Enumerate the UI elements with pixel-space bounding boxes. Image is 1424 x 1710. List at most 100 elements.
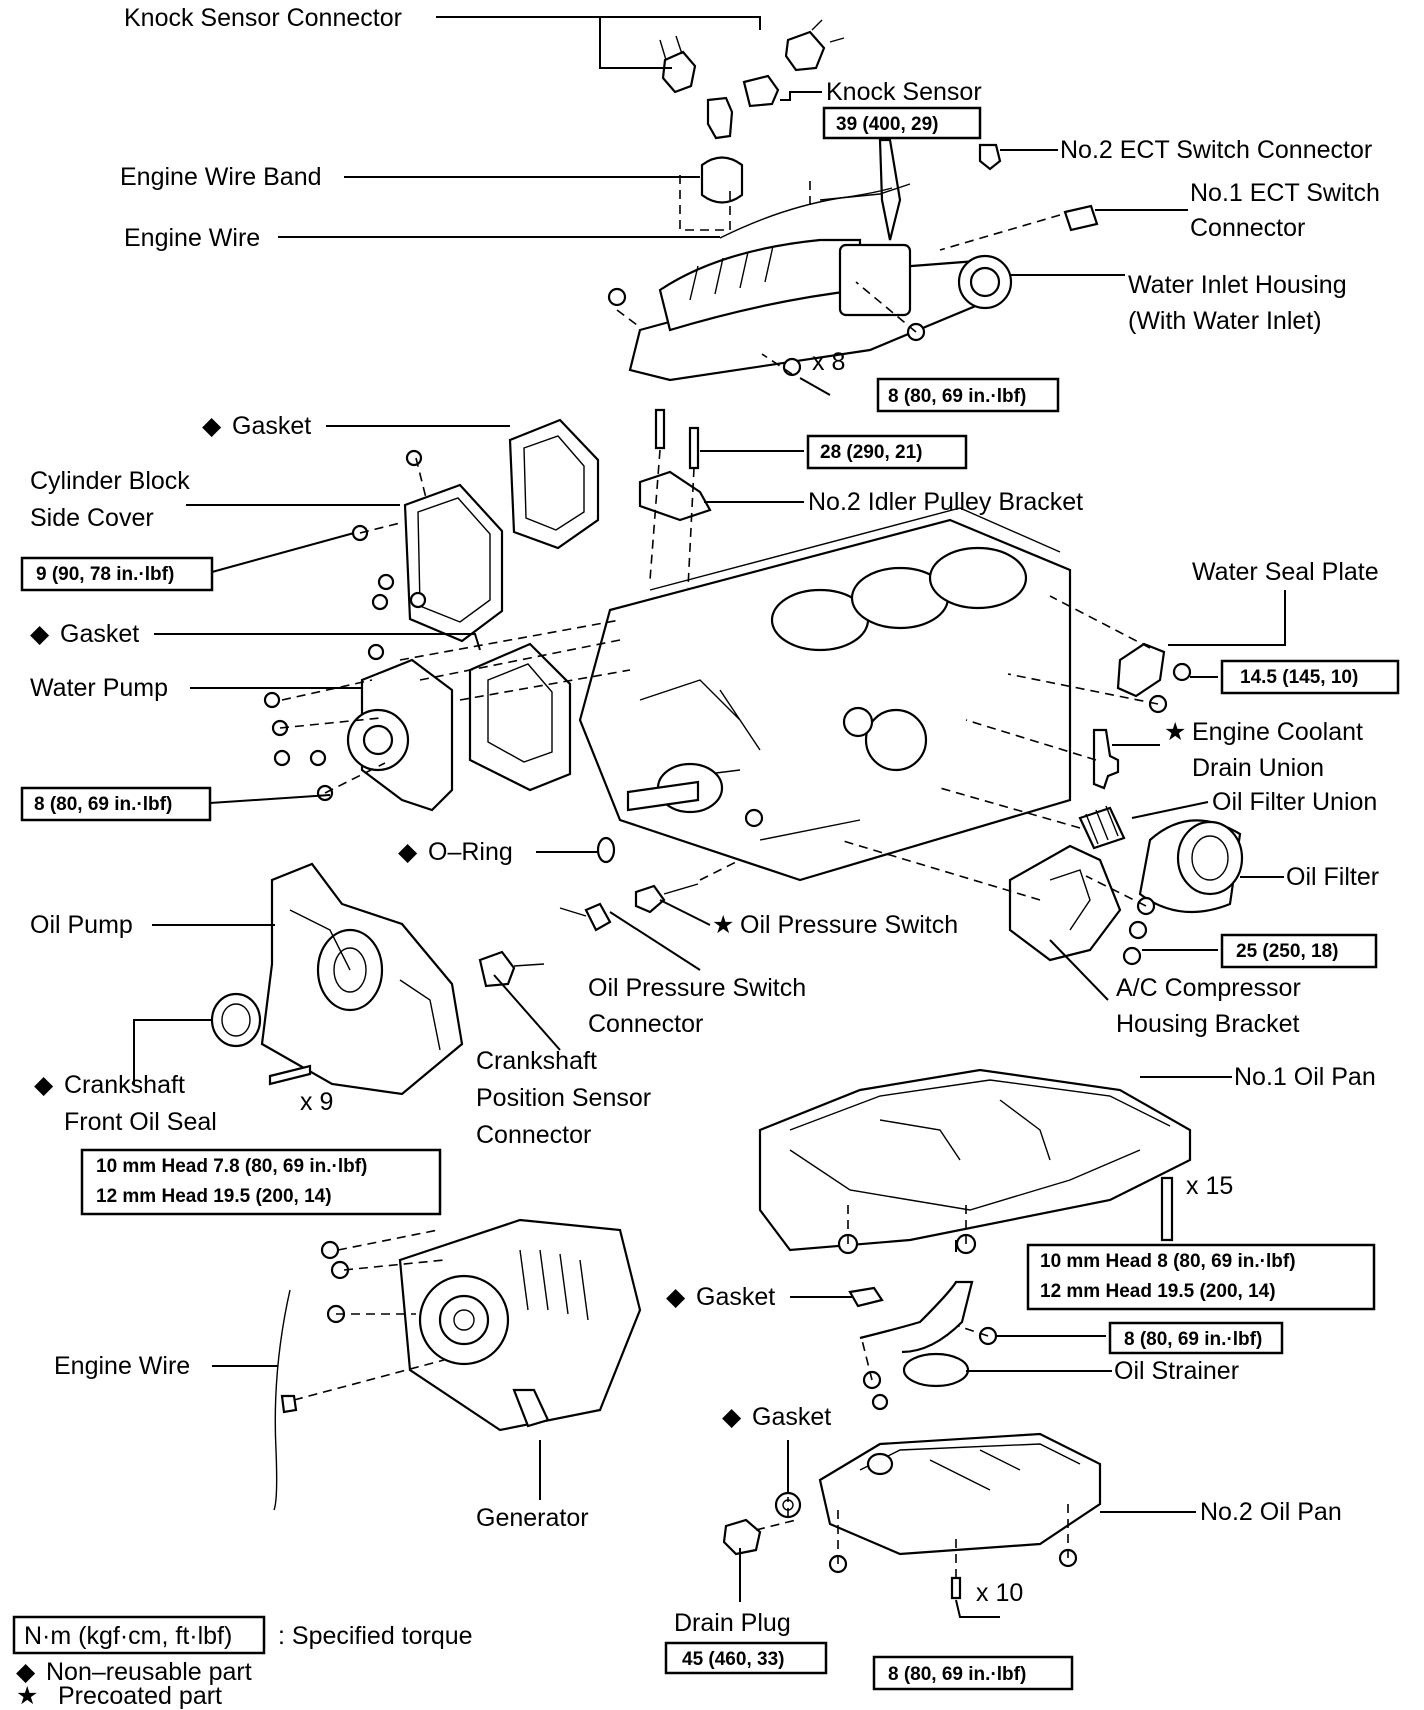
legend: N·m (kgf·cm, ft·lbf) : Specified torque … — [16, 1622, 473, 1710]
leader-lines — [133, 16, 1286, 1618]
symbol-engine-coolant-drain-union: ★ — [1164, 718, 1186, 746]
water-pump-part — [263, 643, 454, 812]
label-cylinder-block-side-cover-line2: Side Cover — [30, 504, 154, 532]
label-crankshaft-front-oil-seal-line1: Crankshaft — [64, 1071, 185, 1099]
torque-boxes — [12, 106, 1400, 1691]
label-crank-pos-sensor-connector-line3: Connector — [476, 1121, 591, 1149]
assembly-dashed-lines — [279, 175, 1159, 1578]
torque-oil-pan-10mm: 10 mm Head 8 (80, 69 in.·lbf) — [1040, 1251, 1296, 1272]
label-crank-pos-sensor-connector-line2: Position Sensor — [476, 1084, 651, 1112]
label-oil-pressure-switch: Oil Pressure Switch — [740, 911, 958, 939]
legend-non-reusable-symbol: ◆ — [16, 1658, 36, 1686]
cylinder-block-part — [578, 507, 1072, 882]
label-oil-pump: Oil Pump — [30, 911, 133, 939]
oil-filter-parts — [1078, 805, 1244, 914]
label-oil-filter-union: Oil Filter Union — [1212, 788, 1377, 816]
symbol-o-ring: ◆ — [398, 838, 418, 866]
label-engine-wire-bottom: Engine Wire — [54, 1352, 190, 1380]
label-no2-oil-pan: No.2 Oil Pan — [1200, 1498, 1342, 1526]
cylinder-block-side-cover-part — [403, 483, 504, 643]
torque-oil-pump-12mm: 12 mm Head 19.5 (200, 14) — [96, 1186, 332, 1207]
torque-water-pump: 8 (80, 69 in.·lbf) — [34, 794, 172, 815]
part-labels: Knock Sensor Connector Knock Sensor No.2… — [30, 4, 1380, 1637]
label-water-pump: Water Pump — [30, 674, 168, 702]
water-seal-plate-part — [1116, 642, 1166, 698]
label-generator: Generator — [476, 1504, 589, 1532]
label-no1-ect-switch-line2: Connector — [1190, 214, 1305, 242]
torque-oil-strainer: 8 (80, 69 in.·lbf) — [1124, 1329, 1262, 1350]
symbol-gasket-drain: ◆ — [722, 1403, 742, 1431]
label-gasket-side-cover: Gasket — [232, 412, 311, 440]
label-no1-oil-pan: No.1 Oil Pan — [1234, 1063, 1376, 1091]
label-water-inlet-housing-line1: Water Inlet Housing — [1128, 271, 1347, 299]
label-gasket-drain: Gasket — [752, 1403, 831, 1431]
label-engine-coolant-drain-union-line1: Engine Coolant — [1192, 718, 1363, 746]
oil-strainer-part — [848, 1280, 998, 1411]
label-water-inlet-housing-line2: (With Water Inlet) — [1128, 307, 1322, 335]
o-ring-part — [596, 836, 616, 864]
label-x15: x 15 — [1186, 1172, 1233, 1200]
label-o-ring: O–Ring — [428, 838, 513, 866]
engine-coolant-drain-union-part — [1092, 728, 1120, 790]
torque-water-seal-plate: 14.5 (145, 10) — [1240, 667, 1358, 688]
label-water-seal-plate: Water Seal Plate — [1192, 558, 1379, 586]
label-ac-bracket-line2: Housing Bracket — [1116, 1010, 1299, 1038]
label-oil-strainer: Oil Strainer — [1114, 1357, 1239, 1385]
legend-torque-desc: : Specified torque — [278, 1622, 473, 1650]
side-cover-gasket-part — [508, 418, 600, 550]
legend-precoated: Precoated part — [58, 1682, 222, 1710]
label-gasket-water-pump: Gasket — [60, 620, 139, 648]
oil-pump-part — [260, 862, 464, 1096]
symbol-gasket-oil-strainer: ◆ — [666, 1283, 686, 1311]
label-oil-filter: Oil Filter — [1286, 863, 1379, 891]
torque-drain-plug: 45 (460, 33) — [682, 1649, 784, 1670]
label-knock-sensor: Knock Sensor — [826, 78, 982, 106]
water-inlet-housing-part — [607, 138, 1099, 382]
torque-oil-pan-12mm: 12 mm Head 19.5 (200, 14) — [1040, 1281, 1276, 1302]
label-x9: x 9 — [300, 1088, 333, 1116]
idler-pulley-bracket-part — [638, 408, 712, 522]
label-oil-pressure-switch-connector-line1: Oil Pressure Switch — [588, 974, 806, 1002]
knock-sensor-parts — [659, 19, 845, 140]
legend-precoated-symbol: ★ — [16, 1682, 38, 1710]
label-no2-idler-pulley-bracket: No.2 Idler Pulley Bracket — [808, 488, 1083, 516]
label-engine-coolant-drain-union-line2: Drain Union — [1192, 754, 1324, 782]
label-x8: x 8 — [812, 348, 845, 376]
torque-knock-sensor: 39 (400, 29) — [836, 114, 938, 135]
label-cylinder-block-side-cover-line1: Cylinder Block — [30, 467, 190, 495]
generator-part — [273, 1218, 642, 1511]
label-no2-ect-switch-connector: No.2 ECT Switch Connector — [1060, 136, 1372, 164]
label-drain-plug: Drain Plug — [674, 1609, 791, 1637]
torque-water-inlet-housing: 8 (80, 69 in.·lbf) — [888, 386, 1026, 407]
crankshaft-front-oil-seal-part — [210, 992, 262, 1048]
label-engine-wire-band: Engine Wire Band — [120, 163, 322, 191]
torque-no2-oil-pan: 8 (80, 69 in.·lbf) — [888, 1664, 1026, 1685]
symbol-gasket-side-cover: ◆ — [202, 412, 222, 440]
crankshaft-position-sensor-connector-part — [478, 950, 516, 988]
label-ac-bracket-line1: A/C Compressor — [1116, 974, 1301, 1002]
symbol-oil-pressure-switch: ★ — [712, 911, 734, 939]
label-gasket-oil-strainer: Gasket — [696, 1283, 775, 1311]
label-crank-pos-sensor-connector-line1: Crankshaft — [476, 1047, 597, 1075]
legend-non-reusable: Non–reusable part — [46, 1658, 252, 1686]
symbol-gasket-water-pump: ◆ — [30, 620, 50, 648]
torque-values: 39 (400, 29) 8 (80, 69 in.·lbf) 28 (290,… — [34, 114, 1358, 1685]
symbol-crankshaft-front-oil-seal: ◆ — [34, 1071, 54, 1099]
water-pump-gasket-part — [468, 642, 572, 792]
ac-bracket-part — [1008, 844, 1156, 966]
legend-torque-unit: N·m (kgf·cm, ft·lbf) — [24, 1622, 232, 1650]
no2-oil-pan-part — [722, 1432, 1102, 1600]
torque-oil-pump-10mm: 10 mm Head 7.8 (80, 69 in.·lbf) — [96, 1156, 367, 1177]
part-drawings — [210, 19, 1244, 1600]
label-no1-ect-switch-line1: No.1 ECT Switch — [1190, 179, 1380, 207]
label-engine-wire-top: Engine Wire — [124, 224, 260, 252]
label-knock-sensor-connector: Knock Sensor Connector — [124, 4, 402, 32]
torque-idler-bracket: 28 (290, 21) — [820, 442, 922, 463]
no1-oil-pan-part — [758, 1068, 1192, 1255]
engine-wire-band-part — [700, 156, 893, 239]
label-oil-pressure-switch-connector-line2: Connector — [588, 1010, 703, 1038]
torque-ac-bracket: 25 (250, 18) — [1236, 941, 1338, 962]
label-crankshaft-front-oil-seal-line2: Front Oil Seal — [64, 1108, 217, 1136]
torque-side-cover: 9 (90, 78 in.·lbf) — [36, 564, 174, 585]
